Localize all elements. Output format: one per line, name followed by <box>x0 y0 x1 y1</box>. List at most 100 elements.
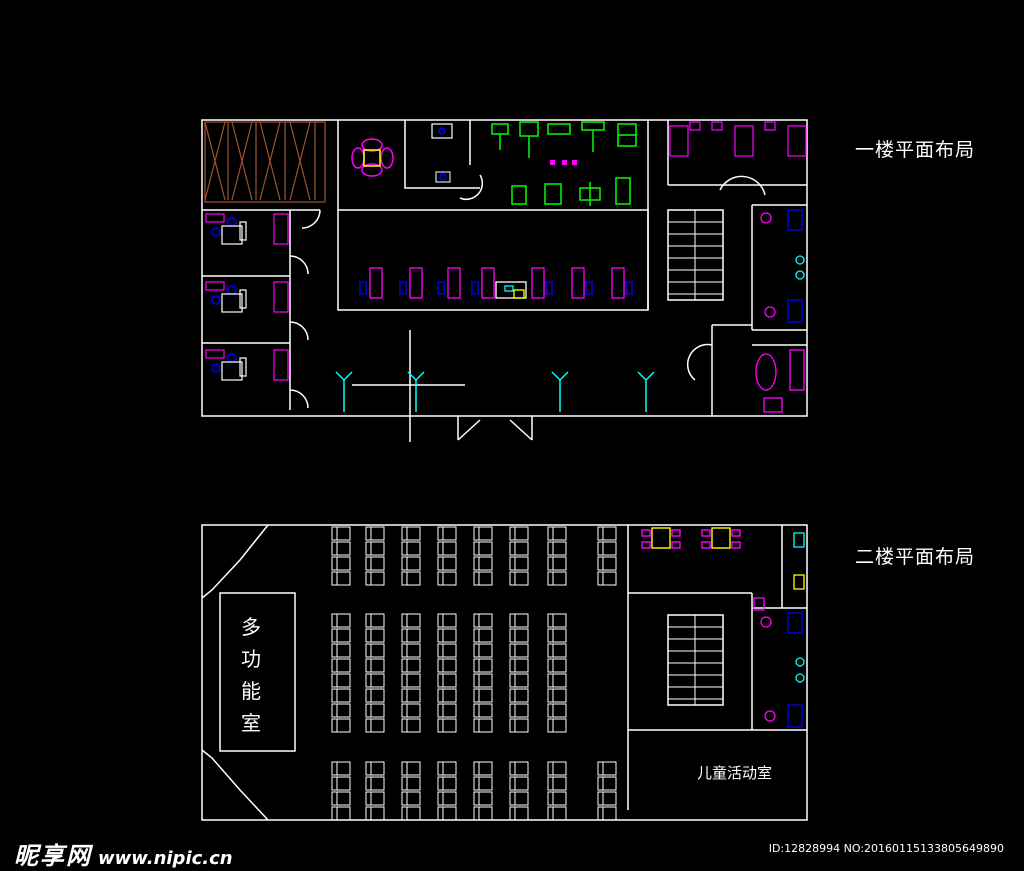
desk <box>509 571 529 586</box>
desk <box>473 688 493 703</box>
desk <box>365 806 385 821</box>
desk <box>437 541 457 556</box>
desk <box>365 541 385 556</box>
desk <box>331 526 351 541</box>
desk <box>473 776 493 791</box>
desk <box>365 556 385 571</box>
desk <box>437 776 457 791</box>
floor2-stair-treads <box>668 615 723 705</box>
desk <box>509 718 529 733</box>
desk <box>401 571 421 586</box>
desk <box>509 673 529 688</box>
desk <box>331 673 351 688</box>
desk <box>437 806 457 821</box>
desk <box>331 613 351 628</box>
desk <box>331 688 351 703</box>
desk <box>401 703 421 718</box>
desk <box>401 806 421 821</box>
desk <box>473 571 493 586</box>
watermark-id: ID:12828994 NO:20160115133805649890 <box>768 842 1004 855</box>
desk <box>437 643 457 658</box>
kids-activity-room-label: 儿童活动室 <box>697 764 773 782</box>
floor1-reception <box>431 123 453 183</box>
desk <box>473 526 493 541</box>
desk <box>509 776 529 791</box>
desk <box>365 643 385 658</box>
desk <box>547 526 567 541</box>
watermark-brand-name: 昵享网 <box>14 842 92 870</box>
desk <box>331 658 351 673</box>
desk <box>597 761 617 776</box>
floor2-multi-function-room <box>219 592 296 752</box>
desk <box>401 643 421 658</box>
desk <box>401 718 421 733</box>
desk <box>509 688 529 703</box>
desk <box>401 688 421 703</box>
desk <box>597 541 617 556</box>
desk <box>509 628 529 643</box>
desk <box>331 703 351 718</box>
desk <box>331 628 351 643</box>
desk <box>365 703 385 718</box>
desk <box>401 761 421 776</box>
desk <box>473 806 493 821</box>
multi-function-room-label-4: 室 <box>241 711 261 735</box>
floor1-storage-racks <box>204 121 326 203</box>
desk <box>437 613 457 628</box>
desk <box>473 541 493 556</box>
floor2-dining-tables <box>641 527 741 549</box>
floor1-stair-treads <box>668 210 723 300</box>
desk <box>473 761 493 776</box>
desk <box>401 541 421 556</box>
desk <box>401 613 421 628</box>
desk <box>331 556 351 571</box>
desk <box>365 613 385 628</box>
desk <box>365 628 385 643</box>
desk <box>597 776 617 791</box>
desk <box>509 613 529 628</box>
desk <box>331 791 351 806</box>
desk <box>473 703 493 718</box>
desk <box>331 643 351 658</box>
desk <box>331 718 351 733</box>
desk <box>401 791 421 806</box>
floor1-offices <box>205 213 289 381</box>
desk <box>331 761 351 776</box>
desk <box>547 658 567 673</box>
desk <box>547 556 567 571</box>
desk <box>547 673 567 688</box>
desk <box>401 526 421 541</box>
desk <box>547 718 567 733</box>
desk <box>437 556 457 571</box>
desk <box>365 791 385 806</box>
desk <box>509 658 529 673</box>
desk <box>401 776 421 791</box>
desk <box>365 718 385 733</box>
desk <box>437 673 457 688</box>
desk <box>509 703 529 718</box>
floor1-outer-wall <box>201 119 808 417</box>
desk <box>401 628 421 643</box>
desk <box>401 673 421 688</box>
desk <box>473 673 493 688</box>
desk <box>547 776 567 791</box>
floor1-title: 一楼平面布局 <box>855 139 976 161</box>
desk <box>473 658 493 673</box>
desk <box>365 688 385 703</box>
desk <box>597 571 617 586</box>
floor1-plan <box>201 119 808 442</box>
desk <box>365 776 385 791</box>
desk <box>473 628 493 643</box>
floor1-gym-lockers <box>669 121 807 157</box>
desk <box>597 556 617 571</box>
desk <box>509 791 529 806</box>
multi-function-room-label-3: 能 <box>241 679 261 703</box>
desk <box>331 806 351 821</box>
floor1-central-hall <box>337 209 649 311</box>
desk <box>437 703 457 718</box>
desk <box>509 556 529 571</box>
desk <box>547 643 567 658</box>
desk <box>473 613 493 628</box>
desk <box>437 791 457 806</box>
